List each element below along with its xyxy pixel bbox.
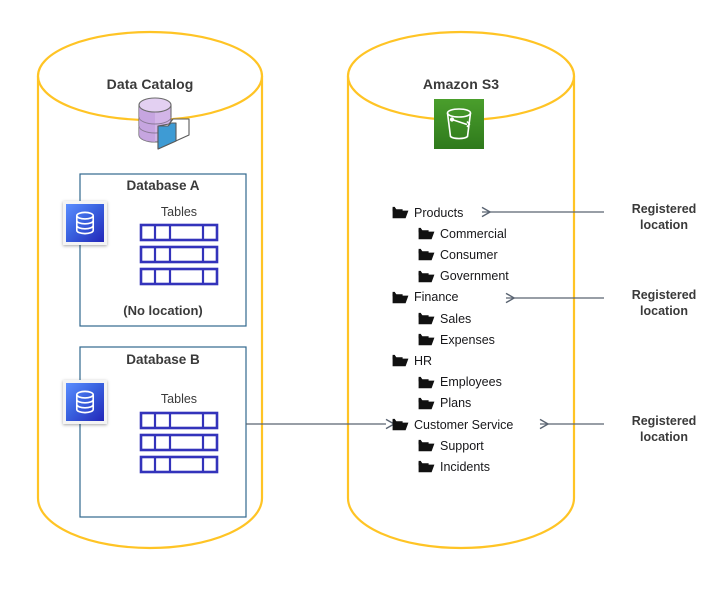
right-cylinder-title: Amazon S3: [422, 76, 500, 92]
annotation-line-1: Registered: [631, 414, 697, 428]
folder-label: Products: [414, 205, 464, 220]
folder-item-finance[interactable]: Finance: [392, 289, 458, 306]
annotation-registered-location-customer-service: Registered location: [608, 413, 720, 446]
folder-icon: [418, 334, 435, 346]
database-a-icon: [63, 201, 107, 245]
folder-icon: [392, 206, 409, 219]
folder-icon: [418, 228, 435, 240]
folder-icon: [418, 397, 435, 409]
folder-label: Support: [440, 438, 484, 453]
database-b-tables-label: Tables: [160, 392, 198, 406]
folder-icon: [392, 291, 409, 303]
database-b-icon: [63, 380, 107, 424]
folder-label: Consumer: [440, 247, 498, 262]
folder-icon: [418, 461, 435, 473]
folder-label: Customer Service: [414, 417, 514, 432]
folder-icon: [418, 376, 435, 388]
folder-label: Sales: [440, 311, 472, 326]
folder-label: Incidents: [440, 459, 491, 474]
annotation-line-2: location: [640, 430, 688, 445]
database-a-tables-label: Tables: [160, 205, 198, 219]
folder-item-incidents[interactable]: Incidents: [418, 458, 490, 475]
s3-bucket-icon: [434, 99, 484, 149]
folder-label: Expenses: [440, 332, 495, 347]
annotation-line-2: location: [640, 218, 688, 233]
folder-item-government[interactable]: Government: [418, 268, 509, 285]
folder-icon: [418, 270, 435, 282]
folder-item-hr[interactable]: HR: [392, 352, 432, 369]
database-b-box: [79, 346, 247, 518]
database-a-location-note: (No location): [123, 303, 203, 318]
folder-label: Government: [440, 269, 509, 284]
folder-label: HR: [414, 353, 433, 368]
folder-icon: [418, 249, 435, 261]
folder-icon: [418, 440, 435, 452]
folder-label: Finance: [414, 290, 459, 305]
folder-label: Commercial: [440, 226, 507, 241]
folder-icon: [392, 355, 409, 367]
database-a-title: Database A: [126, 178, 200, 193]
folder-item-sales[interactable]: Sales: [418, 310, 471, 327]
folder-item-customer-service[interactable]: Customer Service: [392, 416, 513, 433]
database-a-table-dividers: [153, 225, 205, 284]
database-b-title: Database B: [126, 352, 200, 367]
folder-item-plans[interactable]: Plans: [418, 395, 471, 412]
folder-item-expenses[interactable]: Expenses: [418, 331, 495, 348]
folder-item-support[interactable]: Support: [418, 437, 484, 454]
folder-label: Plans: [440, 396, 472, 411]
left-cylinder-title: Data Catalog: [106, 76, 194, 92]
annotation-line-1: Registered: [631, 288, 697, 302]
folder-icon: [418, 312, 435, 325]
data-catalog-icon: [131, 93, 195, 155]
folder-icon: [392, 418, 409, 431]
folder-item-products[interactable]: Products: [392, 204, 463, 221]
database-b-table-dividers: [153, 413, 205, 472]
annotation-line-2: location: [640, 304, 688, 319]
annotation-registered-location-products: Registered location: [608, 201, 720, 234]
annotation-registered-location-finance: Registered location: [608, 287, 720, 320]
database-b-table-rows: [139, 411, 219, 474]
database-a-table-rows: [139, 223, 219, 286]
folder-item-employees[interactable]: Employees: [418, 374, 502, 391]
folder-label: Employees: [440, 375, 502, 390]
folder-item-consumer[interactable]: Consumer: [418, 246, 498, 263]
folder-item-commercial[interactable]: Commercial: [418, 225, 507, 242]
annotation-line-1: Registered: [631, 202, 697, 216]
